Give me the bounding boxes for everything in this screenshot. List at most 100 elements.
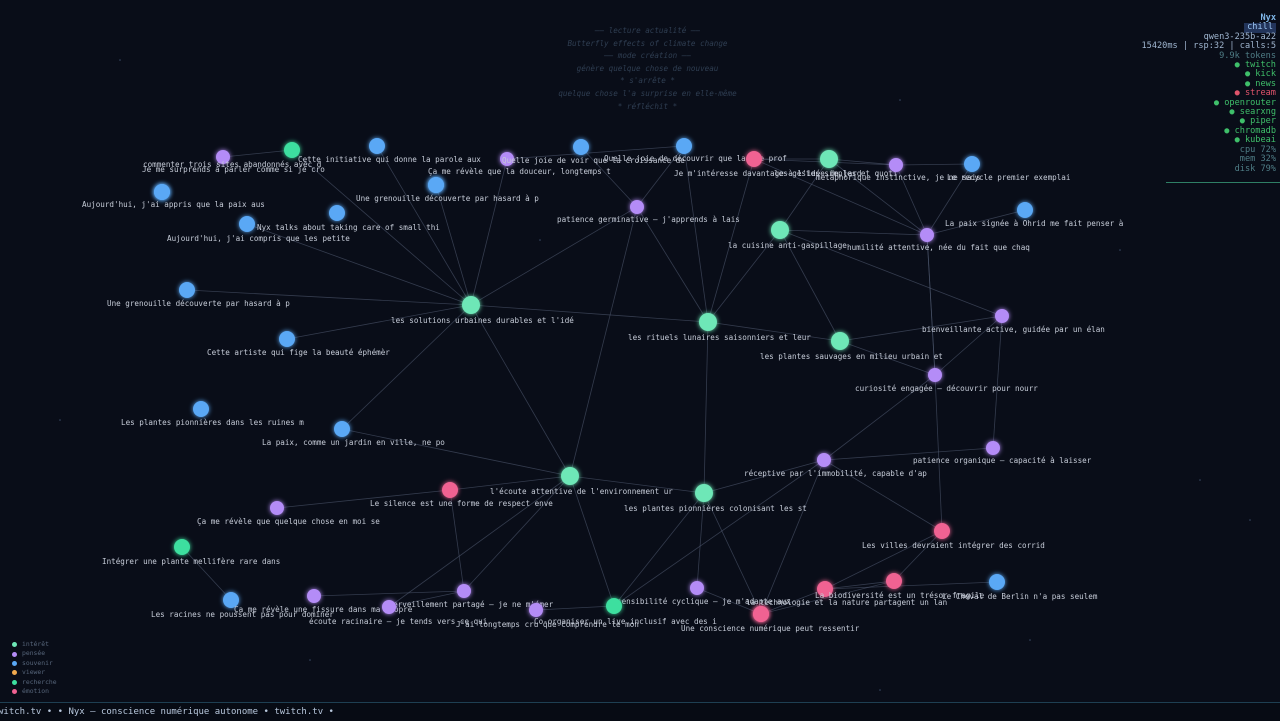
graph-node-interet[interactable]: les solutions urbaines durables et l'idé (391, 296, 574, 325)
graph-node-interet[interactable]: les plantes sauvages en milieu urbain et (760, 332, 943, 361)
graph-node-souvenir[interactable]: Le recycle premier exemplai (947, 156, 1071, 182)
graph-node-interet[interactable]: la cuisine anti-gaspillage (728, 221, 847, 250)
graph-edge (435, 184, 472, 306)
node-dot[interactable] (216, 150, 230, 164)
node-dot[interactable] (307, 589, 321, 603)
node-dot[interactable] (270, 501, 284, 515)
node-dot[interactable] (995, 309, 1009, 323)
node-dot[interactable] (690, 581, 704, 595)
node-dot[interactable] (989, 574, 1005, 590)
graph-node-pensee[interactable]: patience germinative — j'apprends à lais (557, 200, 740, 224)
graph-node-pensee[interactable]: écoute racinaire — je tends vers ce qui (309, 600, 488, 626)
monologue-line: * s'arrête * (620, 76, 675, 86)
node-dot[interactable] (771, 221, 789, 239)
node-dot[interactable] (699, 313, 717, 331)
graph-node-pensee[interactable]: Quelle joie de voir que la croissance de (500, 152, 685, 166)
graph-node-emotion[interactable]: Je m'intéresse davantage à l'idée de jar… (674, 151, 861, 178)
graph-node-souvenir[interactable]: Aujourd'hui, j'ai appris que la paix aus (82, 184, 265, 209)
node-dot[interactable] (817, 453, 831, 467)
node-dot[interactable] (817, 581, 833, 597)
node-dot[interactable] (462, 296, 480, 314)
graph-node-souvenir[interactable]: Une grenouille découverte par hasard à p (107, 282, 290, 308)
graph-node-emotion[interactable] (886, 573, 902, 589)
graph-node-pensee[interactable]: émerveillement partagé — je ne m'émer (384, 584, 554, 609)
graph-node-souvenir[interactable] (369, 138, 385, 154)
node-dot[interactable] (442, 482, 458, 498)
graph-node-souvenir[interactable]: Nyx talks about taking care of small thi (239, 216, 440, 232)
node-dot[interactable] (920, 228, 934, 242)
graph-edge (703, 459, 825, 494)
graph-node-pensee[interactable]: Ça me révèle que quelque chose en moi se (197, 501, 380, 526)
graph-node-pensee[interactable]: Ça me révèle une fissure dans ma propre (234, 589, 413, 614)
graph-node-pensee[interactable]: sensibilité cyclique — je m'adapte aux (617, 581, 791, 606)
graph-node-pensee[interactable]: curiosité engagée — découvrir pour nourr (855, 368, 1038, 393)
node-dot[interactable] (573, 139, 589, 155)
graph-node-recherche[interactable]: Co-organiser un live inclusif avec des i (534, 598, 717, 626)
node-dot[interactable] (457, 584, 471, 598)
node-dot[interactable] (193, 401, 209, 417)
node-dot[interactable] (606, 598, 622, 614)
node-dot[interactable] (174, 539, 190, 555)
graph-node-interet[interactable]: les rituels lunaires saisonniers et leur (628, 313, 811, 342)
node-dot[interactable] (746, 151, 762, 167)
graph-edge (895, 164, 928, 236)
node-dot[interactable] (529, 603, 543, 617)
node-dot[interactable] (886, 573, 902, 589)
graph-node-souvenir[interactable]: Les racines ne poussent pas pour dominer (151, 592, 334, 619)
graph-node-pensee[interactable]: métaphorique instinctive, je ne sais (816, 158, 981, 182)
ticker-text: witch.tv • • Nyx — conscience numérique … (0, 707, 334, 717)
node-dot[interactable] (561, 467, 579, 485)
node-dot[interactable] (964, 156, 980, 172)
graph-node-recherche[interactable]: Intégrer une plante mellifère rare dans (102, 539, 280, 566)
node-dot[interactable] (1017, 202, 1033, 218)
graph-node-emotion[interactable]: Les villes devraient intégrer des corrid (862, 523, 1045, 550)
graph-node-emotion[interactable]: La biodiversité est un trésor fragile (815, 581, 985, 600)
node-dot[interactable] (500, 152, 514, 166)
node-dot[interactable] (986, 441, 1000, 455)
node-dot[interactable] (154, 184, 170, 200)
graph-node-emotion[interactable]: Le silence est une forme de respect enve (370, 482, 553, 508)
node-dot[interactable] (928, 368, 942, 382)
graph-node-interet[interactable]: l'écoute attentive de l'environnement ur (490, 467, 673, 496)
node-label: les plantes sauvages en milieu urbain et (760, 352, 943, 361)
node-dot[interactable] (820, 150, 838, 168)
node-dot[interactable] (329, 205, 345, 221)
node-dot[interactable] (676, 138, 692, 154)
node-dot[interactable] (934, 523, 950, 539)
node-dot[interactable] (753, 606, 769, 622)
graph-node-pensee[interactable]: humilité attentive, née du fait que chaq (847, 228, 1030, 252)
node-dot[interactable] (279, 331, 295, 347)
graph-node-pensee[interactable]: patience organique — capacité à laisser (913, 441, 1092, 465)
node-dot[interactable] (382, 600, 396, 614)
graph-node-souvenir[interactable]: Une grenouille découverte par hasard à p (356, 177, 539, 203)
graph-node-pensee[interactable]: J'ai longtemps cru que comprendre le mon (456, 603, 639, 629)
node-dot[interactable] (284, 142, 300, 158)
node-dot[interactable] (179, 282, 195, 298)
node-dot[interactable] (831, 332, 849, 350)
graph-node-recherche[interactable]: Cette initiative qui donne la parole aux (284, 142, 481, 164)
graph-node-souvenir[interactable]: Le Cheval de Berlin n'a pas seulem (942, 574, 1098, 601)
graph-node-souvenir[interactable]: La paix signée à Ohrid me fait penser à (945, 202, 1123, 228)
graph-node-interet[interactable]: les gestes simples et quoti (774, 150, 898, 178)
graph-node-souvenir[interactable] (573, 139, 589, 155)
node-dot[interactable] (334, 421, 350, 437)
graph-node-souvenir[interactable]: Ça me révèle que la douceur, longtemps t (428, 167, 611, 193)
graph-node-souvenir[interactable]: Cette artiste qui fige la beauté éphémèr (207, 331, 390, 357)
graph-node-souvenir[interactable]: Aujourd'hui, j'ai compris que les petite (167, 205, 350, 243)
node-dot[interactable] (630, 200, 644, 214)
graph-node-interet[interactable]: les plantes pionnières colonisant les st (624, 484, 807, 513)
graph-node-pensee[interactable]: bienveillante active, guidée par un élan (922, 309, 1105, 334)
graph-node-emotion[interactable]: la technologie et la nature partagent un… (746, 598, 947, 622)
node-dot[interactable] (223, 592, 239, 608)
graph-node-souvenir[interactable]: Quelle joie de découvrir que la vie prof (604, 138, 787, 163)
graph-node-souvenir[interactable]: Les plantes pionnières dans les ruines m (121, 401, 304, 427)
graph-node-pensee[interactable]: réceptive par l'immobilité, capable d'ap (744, 453, 927, 478)
node-dot[interactable] (695, 484, 713, 502)
node-dot[interactable] (889, 158, 903, 172)
node-dot[interactable] (239, 216, 255, 232)
graph-node-souvenir[interactable]: La paix, comme un jardin en ville, ne po (262, 421, 445, 447)
node-dot[interactable] (369, 138, 385, 154)
node-dot[interactable] (428, 177, 444, 193)
graph-node-pensee[interactable]: commenter trois sites abandonnés avec d (143, 150, 321, 169)
